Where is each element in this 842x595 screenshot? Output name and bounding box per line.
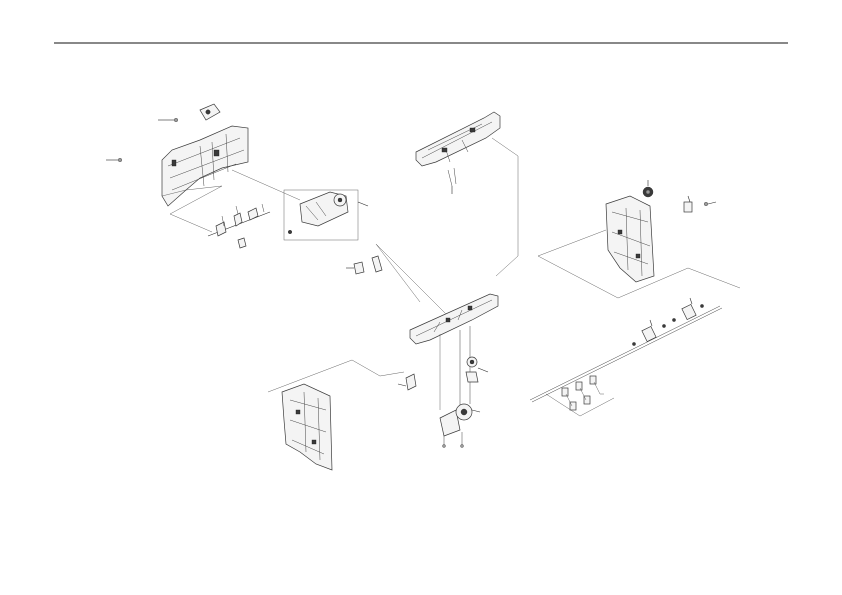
assembly-guide-line xyxy=(161,169,301,233)
shaft-rollers xyxy=(632,297,704,346)
leader-line xyxy=(357,201,369,207)
screw-icon xyxy=(117,157,122,162)
middle-frame-rail xyxy=(409,293,499,345)
assembly-guide-line xyxy=(545,393,615,417)
small-clip-part xyxy=(397,373,417,391)
shaft-pulley-set xyxy=(561,375,604,411)
left-gear-bracket xyxy=(283,189,359,241)
center-gear-stack xyxy=(459,326,489,408)
long-drive-shaft xyxy=(529,305,723,403)
top-left-spring-part xyxy=(199,103,221,121)
center-motor-assembly xyxy=(439,403,481,448)
left-frame-plate xyxy=(161,125,249,207)
screw-icon xyxy=(704,201,709,206)
assembly-guide-line xyxy=(491,137,519,277)
lower-left-side-plate xyxy=(281,383,333,471)
right-side-plate xyxy=(605,195,655,283)
right-gear-pair xyxy=(642,180,717,213)
screw-icon xyxy=(173,117,178,122)
assembly-guide-line xyxy=(267,334,441,410)
small-lever-part xyxy=(346,255,383,275)
left-shaft-assembly xyxy=(207,203,271,249)
upper-rail-assembly xyxy=(415,111,501,194)
assembly-guide-line xyxy=(375,243,447,315)
assembly-guide-line xyxy=(537,229,741,299)
